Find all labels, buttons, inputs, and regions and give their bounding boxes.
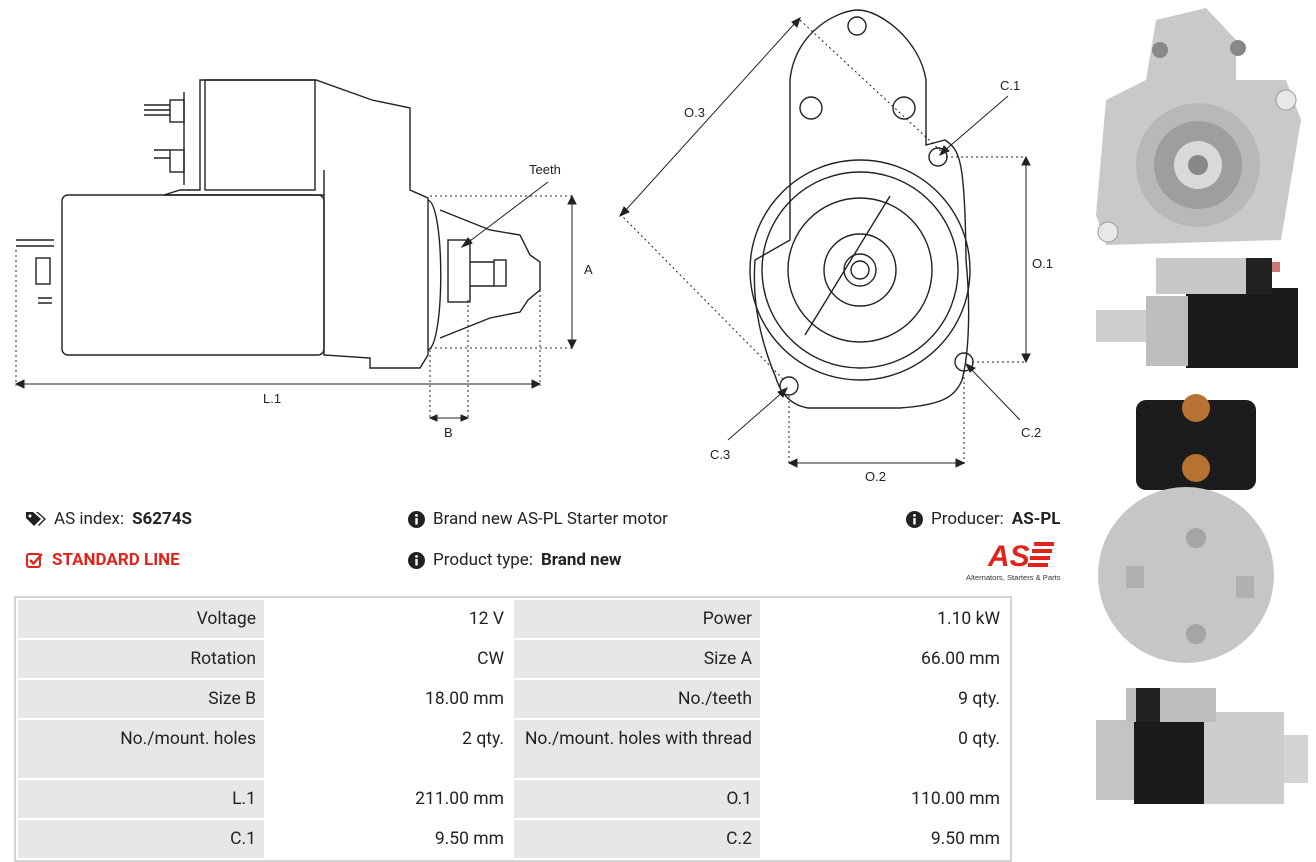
spec-value: 2 qty. — [266, 720, 512, 778]
spec-value: 66.00 mm — [762, 640, 1008, 678]
spec-label: L.1 — [18, 780, 264, 818]
spec-label: O.1 — [514, 780, 760, 818]
description-text: Brand new AS-PL Starter motor — [433, 509, 668, 529]
info-icon — [906, 510, 923, 528]
info-icon — [408, 510, 425, 528]
producer-row: Producer: AS-PL — [906, 509, 1061, 529]
spec-label: No./mount. holes with thread — [514, 720, 760, 778]
spec-value: 18.00 mm — [266, 680, 512, 718]
photo-front-view — [1096, 8, 1301, 245]
label-c3: C.3 — [710, 447, 730, 462]
logo-tagline: Alternators, Starters & Parts — [966, 573, 1061, 582]
spec-label: No./teeth — [514, 680, 760, 718]
label-a: A — [584, 262, 593, 277]
spec-value: 110.00 mm — [762, 780, 1008, 818]
spec-value: 9.50 mm — [266, 820, 512, 858]
spec-label: C.2 — [514, 820, 760, 858]
spec-label: Size B — [18, 680, 264, 718]
spec-label: C.1 — [18, 820, 264, 858]
photo-side-view-2 — [1096, 688, 1308, 804]
spec-label: Size A — [514, 640, 760, 678]
spec-value: 0 qty. — [762, 720, 1008, 778]
product-type-label: Product type: — [433, 550, 533, 570]
spec-label: Power — [514, 600, 760, 638]
description-row: Brand new AS-PL Starter motor — [408, 509, 668, 529]
label-teeth: Teeth — [529, 162, 561, 177]
info-icon — [408, 551, 425, 569]
as-index-label: AS index: — [54, 509, 125, 529]
spec-label: No./mount. holes — [18, 720, 264, 778]
line-row: STANDARD LINE — [26, 550, 180, 570]
check-square-icon — [26, 553, 43, 568]
spec-value: 9.50 mm — [762, 820, 1008, 858]
product-photos — [1096, 8, 1308, 804]
producer-label: Producer: — [931, 509, 1004, 529]
label-o3: O.3 — [684, 105, 705, 120]
as-index-value: S6274S — [132, 509, 193, 529]
tags-icon — [26, 512, 46, 526]
technical-drawing: Teeth A B L.1 — [14, 9, 1053, 484]
producer-value: AS-PL — [1011, 509, 1061, 529]
spec-value: 9 qty. — [762, 680, 1008, 718]
label-o2: O.2 — [865, 469, 886, 484]
spec-label: Rotation — [18, 640, 264, 678]
product-type-value: Brand new — [540, 550, 622, 570]
logo-text: AS — [987, 540, 1030, 573]
standard-line-label: STANDARD LINE — [52, 550, 180, 570]
label-c2: C.2 — [1021, 425, 1041, 440]
solenoid-outline — [204, 79, 316, 191]
spec-value: 1.10 kW — [762, 600, 1008, 638]
label-b: B — [444, 425, 453, 440]
spec-value: 211.00 mm — [266, 780, 512, 818]
as-index-row: AS index: S6274S — [26, 509, 192, 529]
label-o1: O.1 — [1032, 256, 1053, 271]
label-l1: L.1 — [263, 391, 281, 406]
as-pl-logo: AS Alternators, Starters & Parts — [966, 540, 1061, 582]
spec-value: CW — [266, 640, 512, 678]
product-type-row: Product type: Brand new — [408, 550, 621, 570]
label-c1: C.1 — [1000, 78, 1020, 93]
spec-value: 12 V — [266, 600, 512, 638]
spec-label: Voltage — [18, 600, 264, 638]
photo-side-view — [1096, 258, 1298, 368]
motor-body-outline — [61, 194, 325, 356]
photo-rear-view — [1098, 394, 1274, 663]
housing-outline — [163, 79, 429, 369]
